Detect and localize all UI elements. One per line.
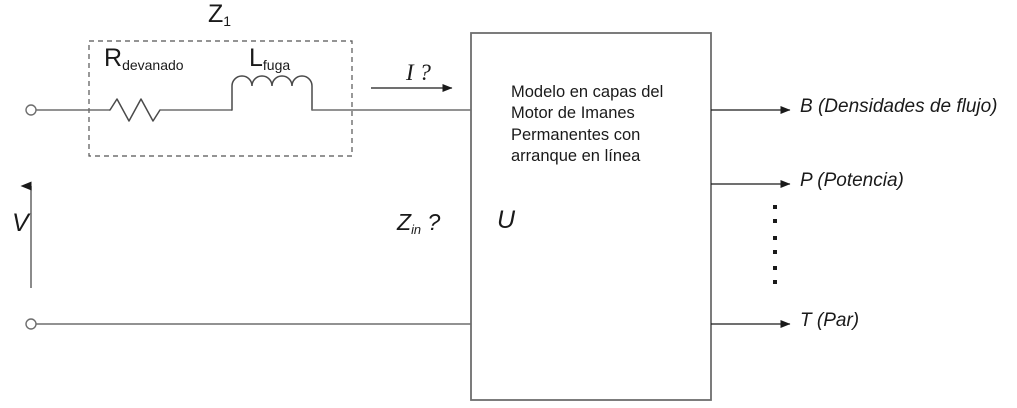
- current-label: I ?: [406, 60, 431, 85]
- impedance-block-label-base: Z: [208, 0, 224, 28]
- input-impedance-label: Zin ?: [397, 209, 441, 237]
- internal-voltage-label: U: [497, 206, 516, 234]
- resistor-label-subscript: devanado: [122, 57, 184, 74]
- resistor-symbol: [109, 98, 161, 122]
- model-box: [470, 32, 712, 401]
- impedance-block-label: Z1: [208, 0, 232, 30]
- resistor-label-base: R: [104, 44, 123, 72]
- impedance-block-label-subscript: 1: [223, 13, 232, 30]
- output-label-torque: T (Par): [800, 310, 860, 331]
- inductor-label-subscript: fuga: [262, 57, 291, 74]
- input-impedance-query: ?: [421, 209, 441, 235]
- vertical-ellipsis-dots: [773, 205, 777, 284]
- output-label-flux-density: B (Densidades de flujo): [800, 96, 998, 117]
- inductor-label: Lfuga: [249, 44, 291, 74]
- output-label-power: P (Potencia): [800, 170, 904, 191]
- voltage-label: V: [12, 209, 29, 237]
- input-impedance-label-subscript: in: [411, 221, 422, 237]
- input-terminal-bottom: [25, 318, 37, 330]
- inductor-label-base: L: [249, 44, 263, 72]
- model-box-text: Modelo en capas del Motor de Imanes Perm…: [511, 83, 664, 166]
- input-impedance-label-base: Z: [397, 209, 412, 235]
- input-terminal-top: [25, 104, 37, 116]
- resistor-label: Rdevanado: [104, 44, 184, 74]
- inductor-symbol: [231, 75, 313, 111]
